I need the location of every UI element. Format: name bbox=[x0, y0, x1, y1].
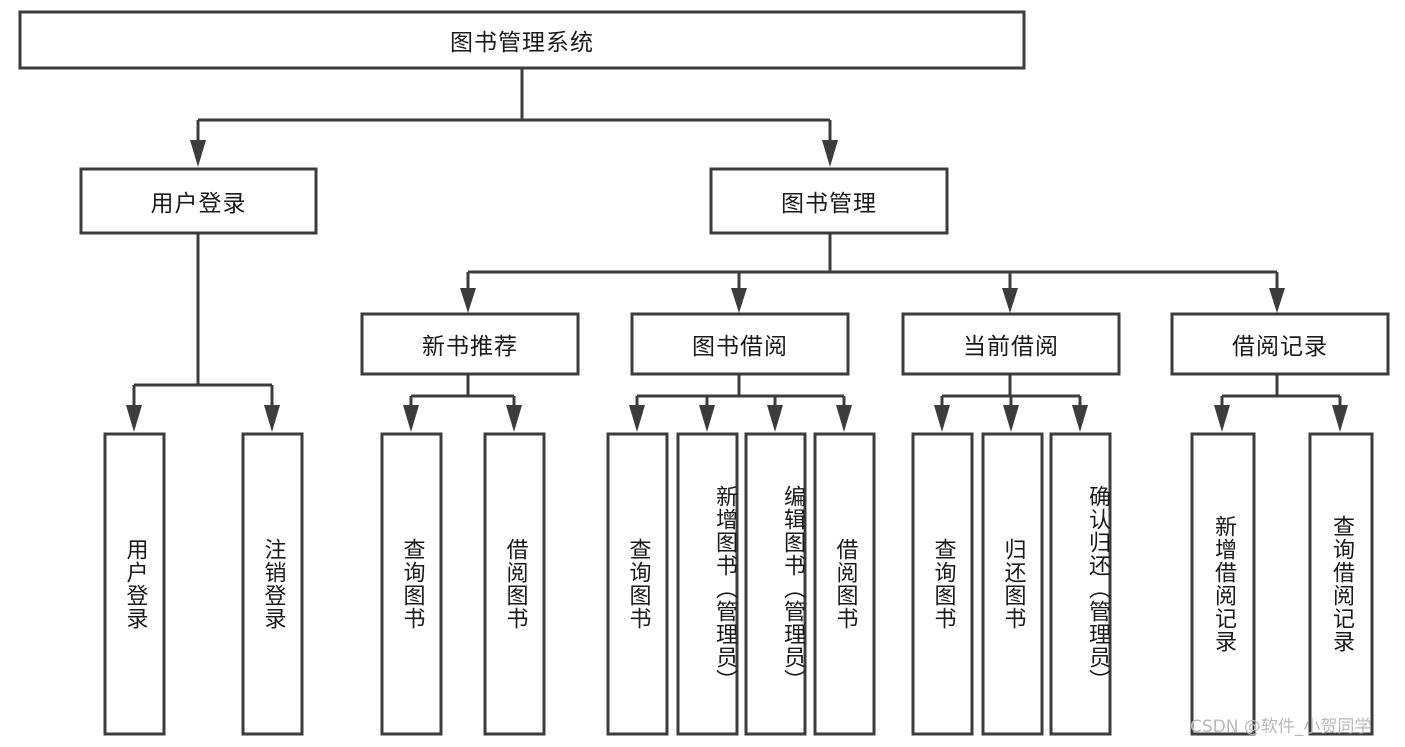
leaf-borrow-record-1[interactable] bbox=[1308, 432, 1374, 736]
arrowhead-current-borrow bbox=[1002, 288, 1018, 313]
arrowhead-leaf-book-borrow-3 bbox=[767, 405, 783, 432]
arrowhead-new-book bbox=[460, 288, 476, 313]
node-root[interactable] bbox=[18, 10, 1026, 70]
leaf-new-book-0[interactable] bbox=[380, 432, 443, 736]
node-current-borrow[interactable] bbox=[901, 312, 1121, 376]
arrowhead-leaf-user-login-2 bbox=[264, 405, 280, 432]
arrowhead-leaf-current-borrow-2 bbox=[1003, 405, 1019, 432]
leaf-current-borrow-1[interactable] bbox=[981, 432, 1044, 736]
node-book-borrow[interactable] bbox=[630, 312, 850, 376]
arrowhead-leaf-book-borrow-2 bbox=[699, 405, 715, 432]
node-new-book-recommend[interactable] bbox=[360, 312, 580, 376]
arrowhead-leaf-borrow-record-2 bbox=[1332, 405, 1348, 432]
node-borrow-record[interactable] bbox=[1170, 312, 1390, 376]
leaf-borrow-record-0[interactable] bbox=[1190, 432, 1256, 736]
arrowhead-book-borrow bbox=[731, 288, 747, 313]
leaf-book-borrow-3[interactable] bbox=[813, 432, 876, 736]
arrowhead-leaf-current-borrow-1 bbox=[934, 405, 950, 432]
arrowhead-leaf-current-borrow-3 bbox=[1072, 405, 1088, 432]
arrowhead-leaf-borrow-record-1 bbox=[1214, 405, 1230, 432]
node-user-login[interactable] bbox=[79, 167, 318, 235]
arrowhead-borrow-record bbox=[1269, 288, 1285, 313]
arrowhead-user-login bbox=[190, 140, 206, 167]
leaf-book-borrow-1[interactable] bbox=[676, 432, 739, 736]
leaf-user-login-1[interactable] bbox=[241, 432, 304, 736]
arrowhead-leaf-book-borrow-1 bbox=[629, 405, 645, 432]
leaf-book-borrow-0[interactable] bbox=[606, 432, 669, 736]
leaf-user-login-0[interactable] bbox=[103, 432, 166, 736]
arrowhead-leaf-book-borrow-4 bbox=[836, 405, 852, 432]
node-book-manage[interactable] bbox=[709, 167, 949, 235]
arrowhead-leaf-user-login-1 bbox=[126, 405, 142, 432]
leaf-new-book-1[interactable] bbox=[483, 432, 546, 736]
leaf-book-borrow-2[interactable] bbox=[744, 432, 807, 736]
arrowhead-book-manage bbox=[822, 140, 838, 167]
arrowhead-leaf-new-book-1 bbox=[403, 405, 419, 432]
arrowhead-leaf-new-book-2 bbox=[506, 405, 522, 432]
leaf-current-borrow-2[interactable] bbox=[1049, 432, 1112, 736]
leaf-current-borrow-0[interactable] bbox=[911, 432, 974, 736]
